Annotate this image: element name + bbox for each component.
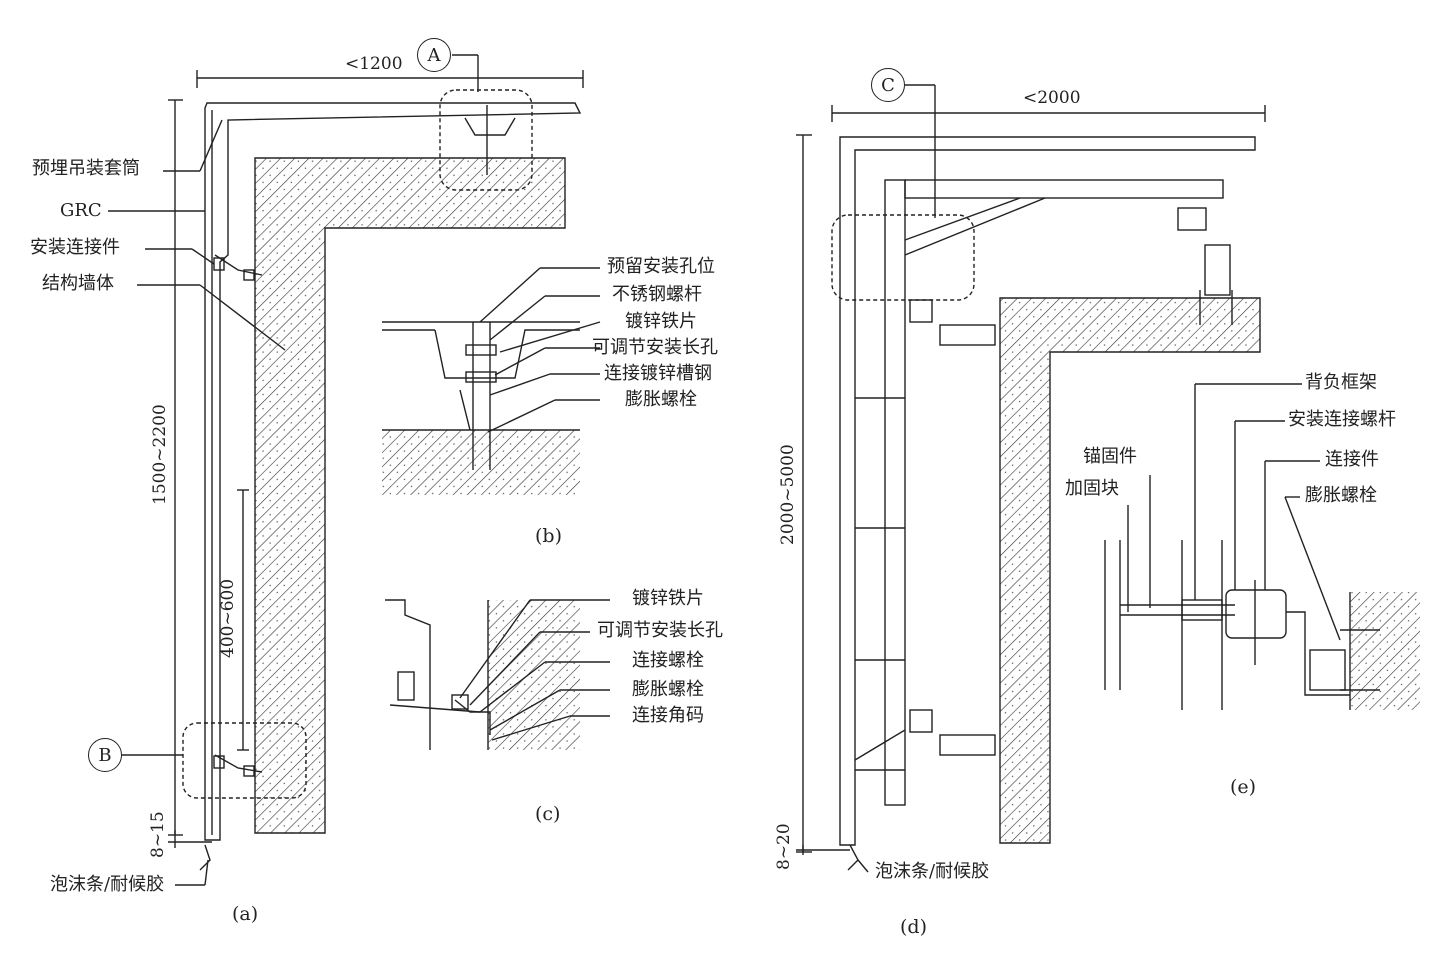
section-e — [1104, 383, 1420, 710]
label-adjust-slot-c: 可调节安装长孔 — [597, 620, 723, 641]
detail-marker-c: C — [871, 68, 905, 102]
caption-b: (b) — [535, 525, 562, 547]
section-c — [385, 599, 610, 750]
label-reinforce-block: 加固块 — [1065, 478, 1119, 499]
label-foam-sealant-d: 泡沫条/耐候胶 — [875, 861, 990, 882]
dimension-width-d: <2000 — [1023, 88, 1081, 108]
dimension-width-a: <1200 — [345, 54, 403, 74]
label-foam-sealant-a: 泡沫条/耐候胶 — [50, 874, 165, 895]
label-anchor: 锚固件 — [1083, 446, 1137, 467]
label-connector-a: 安装连接件 — [30, 237, 120, 258]
label-expansion-bolt-b: 膨胀螺栓 — [625, 389, 697, 410]
label-reserved-hole: 预留安装孔位 — [607, 256, 715, 277]
label-embedded-sleeve: 预埋吊装套筒 — [32, 158, 140, 179]
label-galv-plate-b: 镀锌铁片 — [625, 311, 697, 332]
caption-e: (e) — [1230, 776, 1257, 798]
label-stainless-rod: 不锈钢螺杆 — [612, 284, 702, 305]
dimension-gap-d: 8~20 — [774, 823, 794, 870]
label-back-frame: 背负框架 — [1305, 372, 1377, 393]
section-d — [796, 84, 1266, 873]
dimension-gap-a: 8~15 — [148, 811, 168, 858]
section-a — [108, 54, 584, 886]
label-conn-bolt: 连接螺栓 — [632, 650, 704, 671]
wall-e — [1350, 592, 1420, 710]
wall-b — [382, 430, 580, 495]
label-angle-bracket: 连接角码 — [632, 705, 704, 726]
caption-c: (c) — [535, 803, 561, 825]
detail-marker-b: B — [88, 738, 122, 772]
label-expansion-bolt-e: 膨胀螺栓 — [1305, 485, 1377, 506]
section-b — [382, 267, 601, 495]
caption-a: (a) — [232, 903, 259, 925]
label-galv-plate-c: 镀锌铁片 — [632, 588, 704, 609]
caption-d: (d) — [900, 916, 927, 938]
label-connector-e: 连接件 — [1325, 449, 1379, 470]
dimension-spacing-a: 400~600 — [218, 578, 238, 658]
dimension-height-a: 1500~2200 — [150, 404, 170, 505]
label-structural-wall: 结构墙体 — [42, 273, 114, 294]
label-expansion-bolt-c: 膨胀螺栓 — [632, 679, 704, 700]
structural-wall-d — [999, 297, 1261, 844]
detail-marker-a: A — [417, 38, 451, 72]
structural-wall-a — [254, 157, 566, 834]
label-install-rod: 安装连接螺杆 — [1288, 409, 1396, 430]
label-adjust-slot-b: 可调节安装长孔 — [592, 337, 718, 358]
wall-c — [488, 600, 580, 750]
label-grc: GRC — [60, 200, 102, 221]
label-galv-channel: 连接镀锌槽钢 — [604, 363, 712, 384]
dimension-height-d: 2000~5000 — [778, 444, 798, 545]
